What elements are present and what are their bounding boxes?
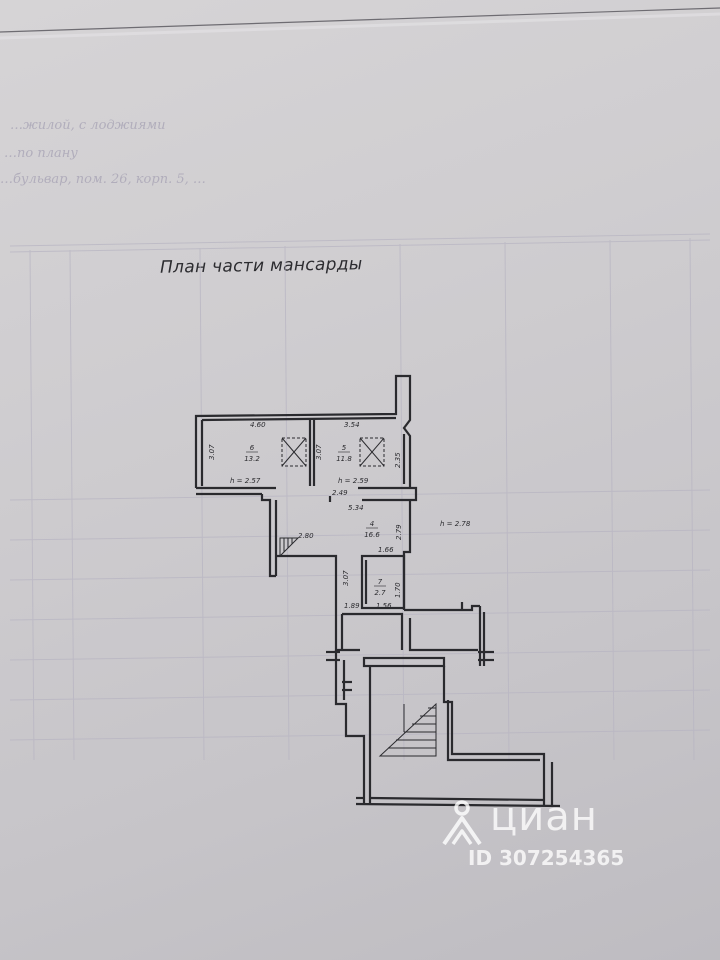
cian-brand-name: циан (490, 794, 598, 840)
dimension-hall-left: 2.80 (298, 532, 314, 540)
room-4-area: 16.6 (364, 531, 380, 539)
walls (194, 374, 561, 808)
staircase-lower (378, 702, 437, 757)
skylight-room-6 (281, 437, 307, 467)
dimension-left-height: 3.07 (208, 444, 216, 460)
staircase-upper (279, 537, 300, 558)
dimension-bottom-left: 1.89 (344, 602, 360, 610)
dimension-top-right: 3.54 (344, 421, 360, 429)
dimension-corridor: 2.49 (332, 489, 348, 497)
dimension-bottom-right: 1.56 (376, 602, 392, 610)
dimension-hall-right: 2.79 (395, 524, 403, 540)
bleed-through-text-line-2: …по плану (4, 146, 78, 161)
room-6-area: 13.2 (244, 455, 260, 463)
skylight-room-5 (359, 437, 385, 467)
dimension-room-7-height: 3.07 (342, 570, 350, 586)
height-room-4: h = 2.78 (440, 520, 471, 528)
dimension-mid-height: 3.07 (315, 444, 323, 460)
cian-watermark: циан ID 307254365 (440, 794, 670, 876)
dimension-right-height: 2.35 (394, 452, 402, 468)
dimension-room-7-side: 1.70 (394, 582, 402, 598)
height-room-6: h = 2.57 (230, 477, 261, 485)
dimension-top-left: 4.60 (250, 421, 266, 429)
room-5-number: 5 (342, 444, 347, 452)
room-4-number: 4 (370, 520, 374, 528)
bleed-through-text-line-1: …жилой, с лоджиями (10, 118, 166, 133)
room-7-area: 2.7 (374, 589, 386, 597)
dimension-hall-width: 5.34 (348, 504, 364, 512)
cian-logo-icon (442, 800, 482, 846)
bleed-through-table (9, 233, 711, 761)
room-6-number: 6 (250, 444, 255, 452)
dimension-hall-bottom: 1.66 (378, 546, 394, 554)
height-room-5: h = 2.59 (338, 477, 369, 485)
listing-id: ID 307254365 (468, 846, 625, 870)
room-7-number: 7 (378, 578, 383, 586)
bleed-through-text-line-3: …бульвар, пом. 26, корп. 5, … (0, 172, 206, 187)
room-5-area: 11.8 (336, 455, 352, 463)
